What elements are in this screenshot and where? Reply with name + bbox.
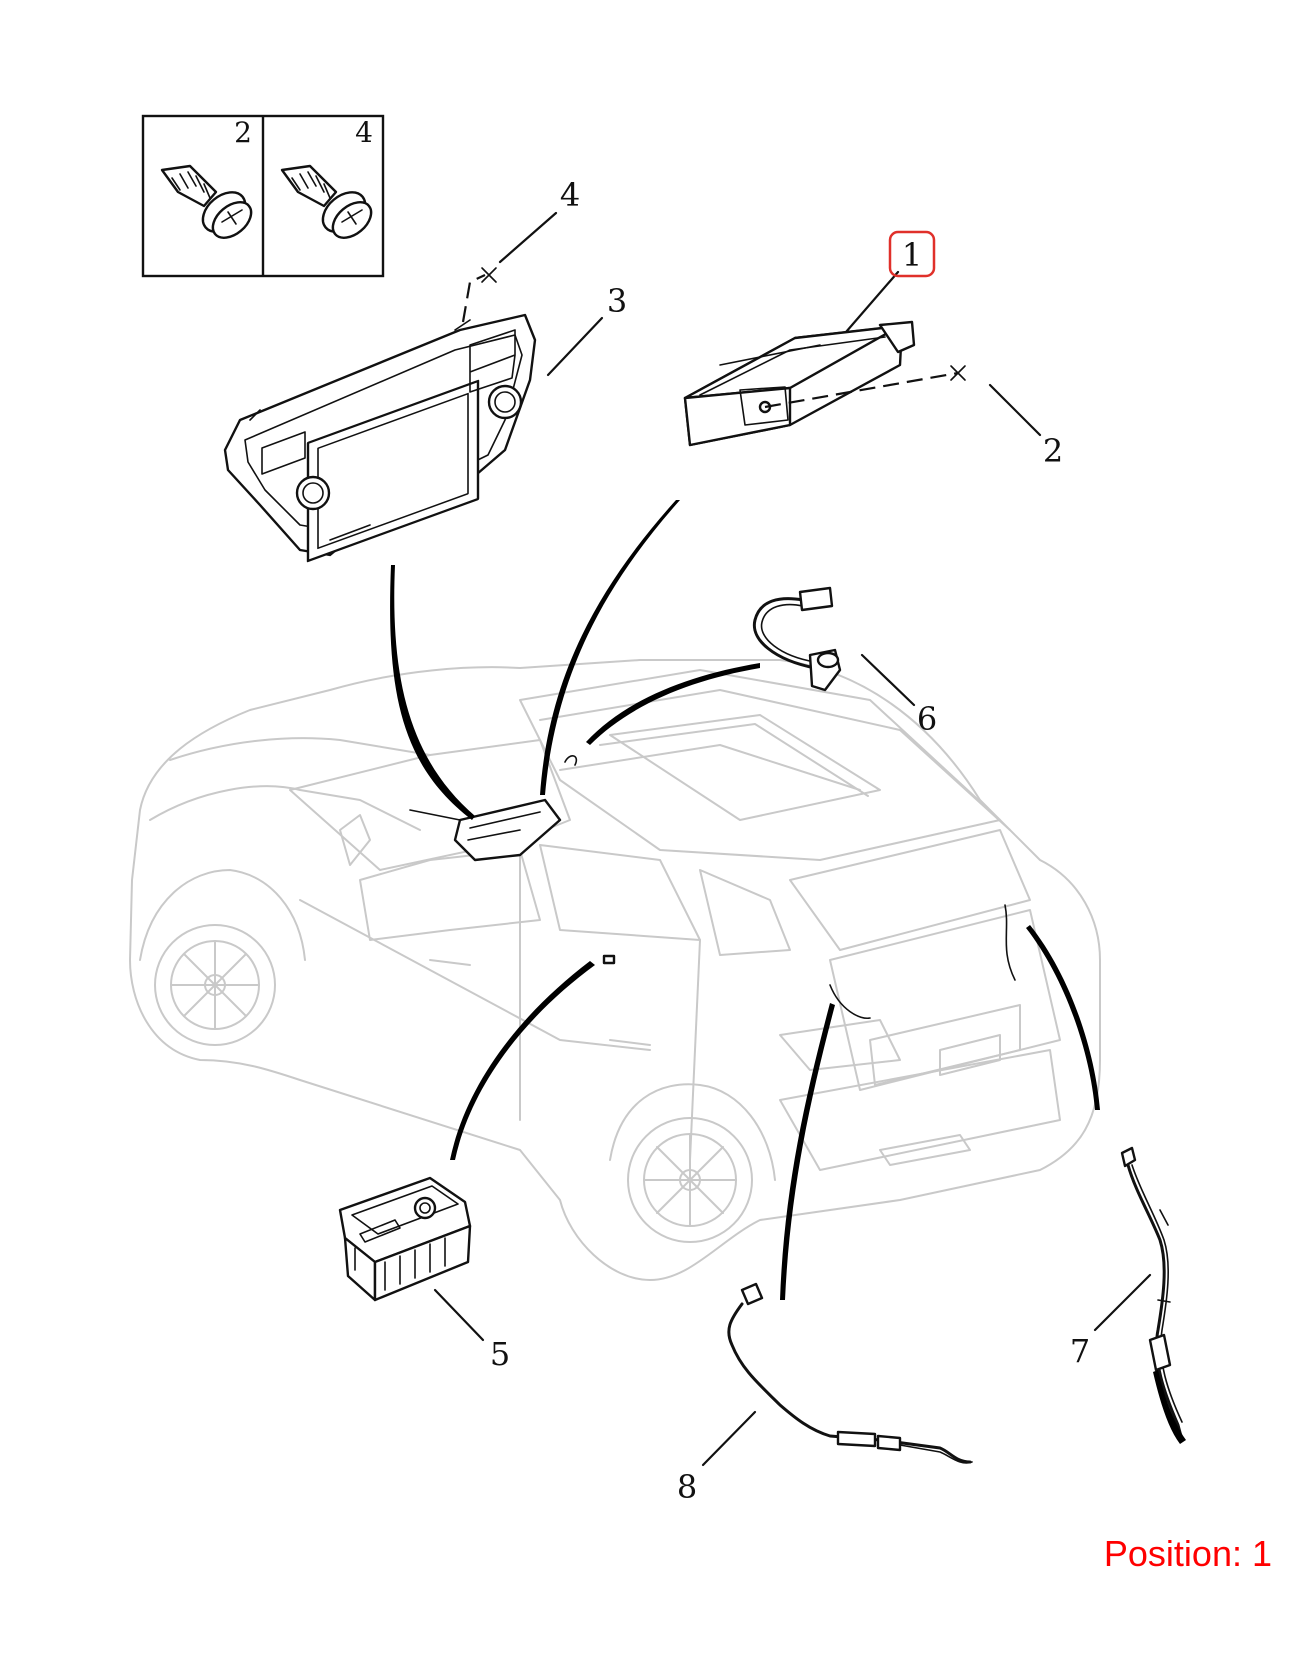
antenna-cable-7 (1120, 1146, 1186, 1444)
installed-head-unit (409, 798, 562, 862)
callout-highlight-box (888, 230, 936, 278)
fastener-mark-part2 (950, 365, 966, 381)
leader-6 (860, 653, 916, 707)
callout-3[interactable]: 3 (607, 282, 627, 320)
callout-2[interactable]: 2 (1043, 432, 1063, 470)
inset-label-screw-4: 4 (355, 116, 373, 149)
leader-2 (988, 383, 1042, 437)
inset-label-screw-2: 2 (234, 116, 252, 149)
fastener-mark-part4 (481, 267, 497, 283)
leader-8 (701, 1410, 757, 1467)
callout-6[interactable]: 6 (917, 700, 937, 738)
microphone-cable (752, 586, 842, 692)
callout-4[interactable]: 4 (560, 176, 580, 214)
assembly-sweeps (390, 500, 1100, 1300)
antenna-cable-8 (727, 1282, 973, 1464)
callout-7[interactable]: 7 (1070, 1332, 1090, 1370)
electronic-module-box (683, 320, 916, 447)
vehicle-outline (129, 659, 1101, 1281)
installed-antenna-right (1004, 904, 1016, 981)
installed-mic (564, 755, 578, 766)
position-indicator: Position: 1 (1103, 1533, 1272, 1574)
leader-7 (1093, 1273, 1152, 1332)
leader-4 (498, 211, 558, 264)
callout-8[interactable]: 8 (677, 1468, 697, 1506)
leader-5 (433, 1288, 485, 1342)
fastener-path-part4 (461, 274, 486, 323)
installed-usb (602, 954, 616, 965)
usb-aux-socket (338, 1176, 472, 1302)
fastener-path-part2 (764, 371, 959, 409)
display-control-panel (223, 313, 537, 563)
leader-3 (546, 316, 604, 377)
fastener-inset: 2 4 (141, 114, 385, 278)
screw-2-icon (160, 164, 253, 239)
leader-1 (844, 270, 900, 334)
installed-antenna-left (829, 984, 871, 1019)
callout-5[interactable]: 5 (490, 1335, 510, 1373)
callout-1[interactable]: 1 (902, 236, 922, 274)
screw-4-icon (280, 164, 373, 239)
